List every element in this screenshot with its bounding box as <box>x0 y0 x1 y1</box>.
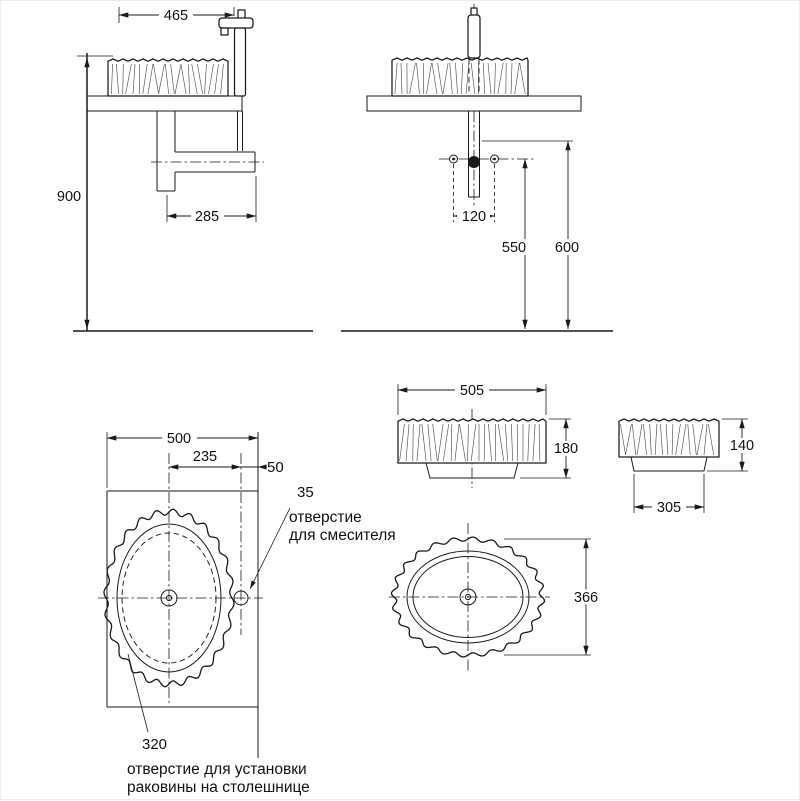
dim-120-label: 120 <box>462 209 486 225</box>
dim-500-label: 500 <box>167 431 191 447</box>
dim-320-label: 320 <box>142 736 167 753</box>
drain-hole <box>160 589 178 607</box>
view-plan-countertop <box>98 432 291 758</box>
sink-side-flutes <box>111 63 224 95</box>
cutout-note-line2: раковины на столешнице <box>127 779 310 796</box>
dim-label-bg <box>550 239 584 255</box>
basin-front-flutes <box>399 423 541 462</box>
faucet-hole-note-line2: для смесителя <box>289 527 396 544</box>
view-basin-front <box>397 384 571 488</box>
drain-hole <box>459 588 477 606</box>
drain-tailpiece-front <box>439 111 534 211</box>
dim-900 <box>77 55 113 330</box>
countertop-side <box>87 95 243 112</box>
view-side-installation <box>73 7 313 332</box>
drain-outlet-dot <box>468 156 480 168</box>
dim-235-label: 235 <box>193 449 217 465</box>
faucet-hole-note-line1: отверстие <box>289 509 362 526</box>
countertop-plan-rect <box>106 432 259 758</box>
sink-front-outline <box>391 57 529 97</box>
countertop-cutout-dashed <box>121 532 217 664</box>
leader-cutout <box>127 653 149 733</box>
dim-label-bg <box>569 589 603 605</box>
dim-600 <box>482 140 573 330</box>
dim-label-bg <box>725 438 759 453</box>
basin-scalloped-rim <box>390 536 546 658</box>
supply-fitting-right <box>490 154 499 164</box>
view-basin-side <box>618 418 748 513</box>
countertop-front <box>366 95 582 112</box>
basin-front-base <box>425 462 519 479</box>
basin-inner-rim <box>116 523 222 673</box>
cutout-note-line1: отверстие для установки <box>127 761 307 778</box>
supply-fitting-left <box>449 154 458 164</box>
dim-465-label: 465 <box>164 8 188 24</box>
faucet-front <box>467 4 481 95</box>
faucet-nozzle <box>220 27 229 36</box>
view-basin-plan <box>389 523 591 671</box>
basin-side-flutes <box>620 423 715 456</box>
dim-50-label: 50 <box>267 459 284 476</box>
view-front-installation <box>341 4 613 332</box>
dimension-labels: 465 900 285 120 550 600 505 180 140 305 … <box>57 7 759 796</box>
dim-505-label: 505 <box>460 383 484 399</box>
basin-inner-rim-1 <box>406 550 530 644</box>
faucet-column <box>467 14 481 59</box>
dim-900-label: 900 <box>57 189 81 205</box>
basin-front-outline <box>397 418 547 464</box>
dim-600-label: 600 <box>555 240 579 256</box>
dim-label-bg <box>652 499 686 515</box>
dim-285-label: 285 <box>195 209 219 225</box>
dim-label-bg <box>159 7 193 23</box>
dim-180-label: 180 <box>554 441 578 457</box>
sink-front-flutes <box>394 62 526 95</box>
basin-side-base <box>630 456 708 472</box>
dim-label-bg <box>455 382 489 398</box>
dim-305-label: 305 <box>657 500 681 516</box>
dim-label-bg <box>457 208 490 224</box>
faucet-column <box>233 27 247 97</box>
dim-label-bg <box>191 208 224 224</box>
basin-inner-rim-2 <box>412 556 524 638</box>
basin-scalloped-rim <box>103 508 235 688</box>
drain-pipe-side <box>151 111 264 192</box>
faucet-spout <box>218 17 254 29</box>
dim-550-label: 550 <box>502 240 526 256</box>
dim-140-label: 140 <box>730 438 754 454</box>
dim-label-bg <box>549 441 583 456</box>
faucet-side <box>218 9 254 151</box>
dim-50 <box>241 464 267 470</box>
dim-366-label: 366 <box>574 590 598 606</box>
faucet-hole <box>233 590 249 606</box>
leader-faucet-hole <box>249 507 291 590</box>
dim-label-bg <box>497 239 531 255</box>
dim-label-bg <box>162 430 197 446</box>
dim-35-label: 35 <box>297 484 314 501</box>
